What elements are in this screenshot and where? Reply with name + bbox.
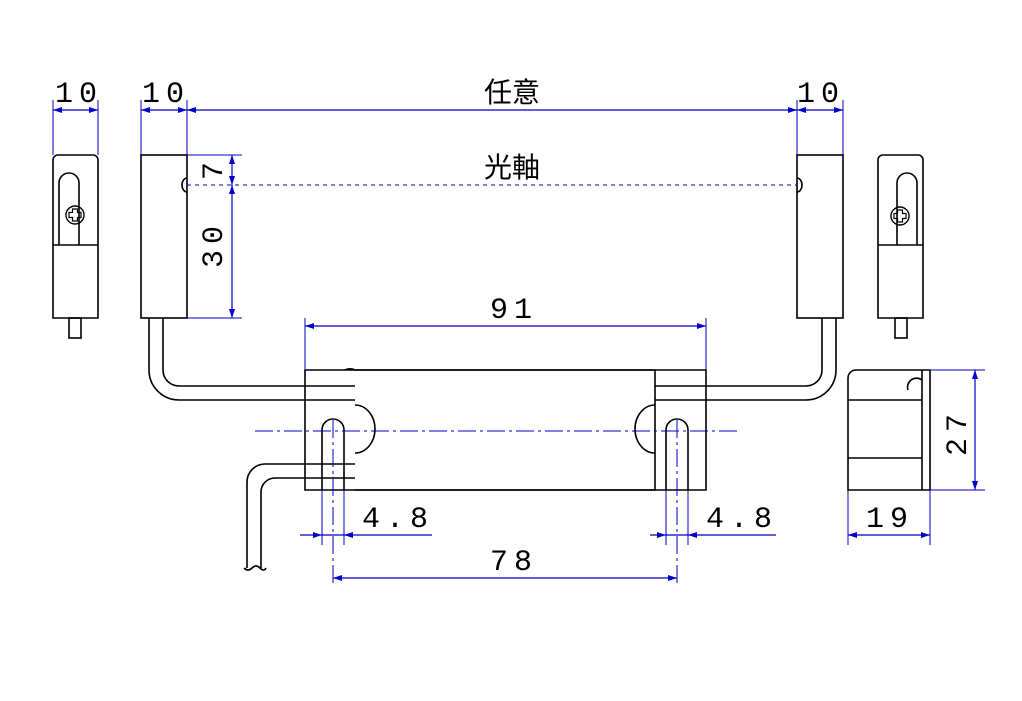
dim-amp-length: 91	[490, 294, 538, 328]
dimension-arrows	[53, 107, 978, 581]
dim-emitter-width: 10	[55, 78, 103, 112]
sensor-head-left	[140, 154, 305, 401]
emitter-front-view	[52, 154, 99, 339]
screw-icon	[65, 205, 85, 225]
amplifier-body	[243, 368, 707, 571]
screw-icon	[890, 206, 910, 226]
sensor-head-right	[706, 154, 844, 401]
dim-side-width: 19	[866, 503, 914, 537]
dim-mount-pitch: 78	[490, 546, 538, 580]
dim-side-height: 27	[942, 408, 976, 456]
dim-slot-left: 4.8	[362, 503, 434, 537]
dim-receiver-width: 10	[797, 78, 845, 112]
receiver-front-view	[877, 154, 924, 339]
dim-span-label: 任意	[484, 76, 540, 109]
dim-axis-offset: 7	[198, 156, 232, 180]
optical-axis-label: 光軸	[484, 151, 540, 184]
dim-slot-right: 4.8	[706, 503, 778, 537]
dim-sensor-width: 10	[142, 78, 190, 112]
dim-sensor-height: 30	[198, 220, 232, 268]
amplifier-side-view	[847, 369, 931, 491]
